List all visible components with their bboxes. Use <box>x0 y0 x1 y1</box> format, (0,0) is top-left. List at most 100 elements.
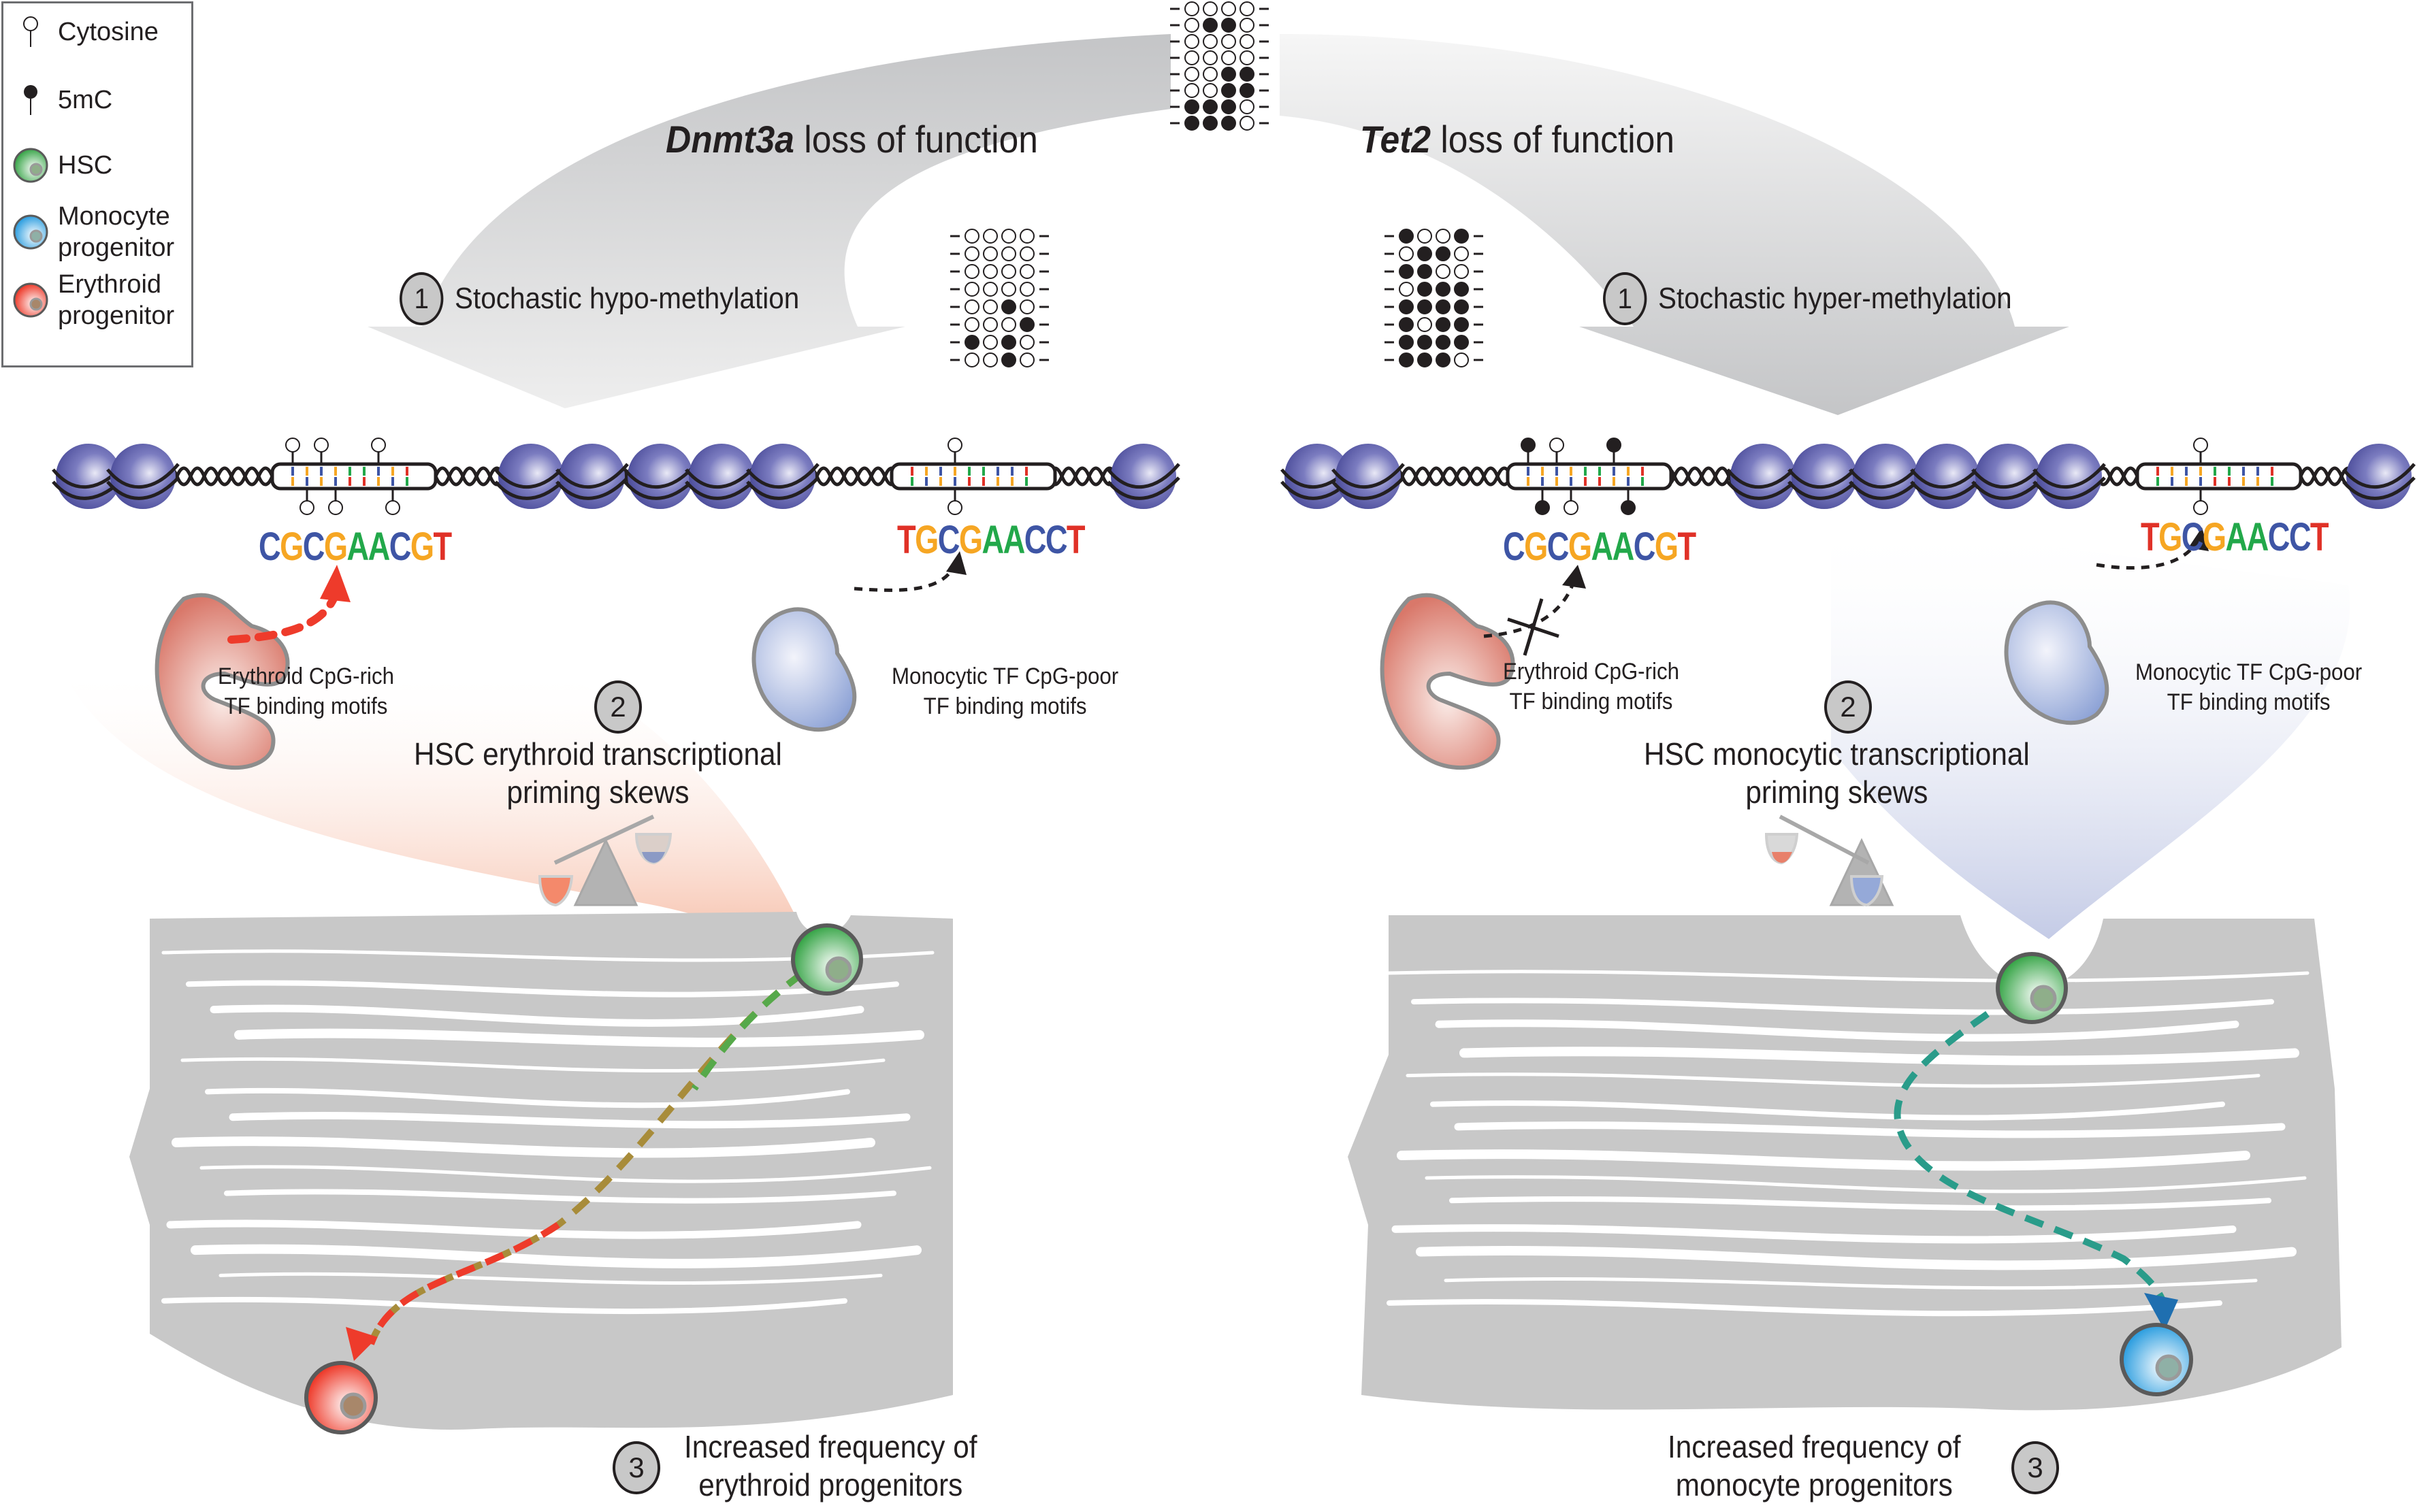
monocytic-priming-glow <box>1831 517 2350 939</box>
unmethylated-cpg-dot <box>1184 50 1199 65</box>
motif-base-G: G <box>1524 525 1548 569</box>
step-number-badge: 2 <box>594 680 642 734</box>
landscape-ridge <box>1430 1100 2225 1121</box>
landscape-ridge <box>218 1272 883 1285</box>
cpg-poor-motif-right: TGCGAACCT <box>2141 514 2329 560</box>
gene-name: Tet2 <box>1360 118 1431 161</box>
caption-line: Monocytic TF CpG-poor <box>2135 659 2363 685</box>
unmethylated-cpg-dot <box>965 246 979 261</box>
motif-base-C: C <box>937 518 960 562</box>
unmethylated-cpg-dot <box>1221 1 1236 16</box>
hsc-cell-icon <box>3 146 58 184</box>
methylated-cpg-dot <box>1221 116 1236 131</box>
erythroid-trajectory-arrowhead <box>346 1327 378 1361</box>
unmethylated-cpg-dot <box>1020 246 1035 261</box>
nucleosome-dna-wrap <box>2342 476 2416 500</box>
cytosine-icon <box>385 500 400 515</box>
step-number-badge: 2 <box>1824 680 1872 734</box>
motif-base-G: G <box>2158 515 2182 559</box>
motif-base-C: C <box>302 525 325 569</box>
methylated-cpg-dot <box>1454 317 1469 332</box>
left-chromatin <box>52 438 1180 515</box>
methylated-cpg-dot <box>1221 67 1236 82</box>
unmethylated-cpg-dot <box>965 229 979 244</box>
cpg-rich-motif-right: CGCGAACGT <box>1503 524 1696 570</box>
legend-label: Cytosine <box>58 18 159 46</box>
monocytic-tf-protein-left <box>751 607 857 732</box>
step-label-line: erythroid progenitors <box>698 1467 963 1502</box>
unmethylated-cpg-dot <box>1203 83 1218 98</box>
cytosine-icon <box>371 438 386 453</box>
unmethylated-cpg-dot <box>1399 282 1414 297</box>
motif-base-C: C <box>1024 518 1047 562</box>
methylated-cpg-dot <box>1221 83 1236 98</box>
cytosine-icon <box>2193 438 2208 453</box>
unmethylated-cpg-dot <box>1240 116 1254 131</box>
monocytic-binding-arrow-right <box>2096 543 2197 570</box>
dnmt3a-title: Dnmt3a loss of function <box>666 117 1038 161</box>
motif-base-C: C <box>1503 525 1525 569</box>
unmethylated-cpg-dot <box>1240 50 1254 65</box>
unmethylated-cpg-dot <box>1454 264 1469 279</box>
unmethylated-cpg-dot <box>1417 229 1432 244</box>
open-chromatin-site <box>2135 462 2303 491</box>
methylated-cpg-dot <box>1020 317 1035 332</box>
cytosine-icon <box>2193 500 2208 515</box>
unmethylated-cpg-dot <box>1184 67 1199 82</box>
unmethylated-cpg-dot <box>1001 282 1016 297</box>
methylated-cpg-dot <box>1399 264 1414 279</box>
unmethylated-cpg-dot <box>1454 352 1469 367</box>
motif-base-C: C <box>1633 525 1656 569</box>
unmethylated-cpg-dot <box>1203 67 1218 82</box>
nucleosome-dna-wrap <box>1331 463 1405 489</box>
motif-base-A: A <box>2246 515 2269 559</box>
cpg-rich-motif-left: CGCGAACGT <box>259 524 452 570</box>
motif-base-A: A <box>2225 515 2248 559</box>
motif-base-A: A <box>346 525 370 569</box>
unmethylated-cpg-dot <box>1020 352 1035 367</box>
cytosine-icon <box>1564 500 1578 515</box>
methylated-cpg-dot <box>1399 229 1414 244</box>
landscape-ridge <box>161 1296 847 1315</box>
landscape-ridge <box>1416 1246 2297 1270</box>
monocyte-cell-icon <box>3 213 58 251</box>
landscape-ridge <box>1444 1277 2258 1290</box>
cytosine-icon <box>328 500 343 515</box>
legend-label: Erythroid <box>58 270 162 299</box>
methylated-cpg-dot <box>1454 299 1469 314</box>
motif-base-T: T <box>897 518 916 562</box>
nucleosome-dna-wrap <box>555 476 629 500</box>
unmethylated-cpg-dot <box>1240 99 1254 114</box>
unmethylated-cpg-dot <box>1184 83 1199 98</box>
unmethylated-cpg-dot <box>983 246 998 261</box>
left-waddington-landscape <box>129 912 953 1430</box>
unmethylated-cpg-dot <box>1184 1 1199 16</box>
motif-base-A: A <box>982 518 1004 562</box>
cytosine-icon <box>285 438 300 453</box>
caption-line: TF binding motifs <box>1509 689 1673 714</box>
unmethylated-cpg-dot <box>1184 18 1199 33</box>
right-waddington-landscape <box>1348 915 2342 1411</box>
motif-base-C: C <box>2267 515 2290 559</box>
top-methylation-grid <box>1170 1 1269 131</box>
motif-base-T: T <box>433 525 452 569</box>
methylated-cpg-dot <box>1454 335 1469 350</box>
nucleosome-dna-wrap <box>2032 476 2106 500</box>
landscape-ridge <box>166 1219 862 1239</box>
right-balance-scale <box>1764 815 1894 907</box>
unmethylated-cpg-dot <box>1436 229 1451 244</box>
unmethylated-cpg-dot <box>983 317 998 332</box>
landscape-ridge <box>1449 1196 2271 1211</box>
motif-base-A: A <box>368 525 391 569</box>
erythroid-binding-arrowhead-left <box>320 565 351 602</box>
unmethylated-cpg-dot <box>983 282 998 297</box>
right-chromatin <box>1280 438 2416 515</box>
unmethylated-cpg-dot <box>1240 34 1254 49</box>
right-step-2-badge-wrap: 2 <box>1824 680 1872 734</box>
tet2-arrow <box>1280 34 2069 415</box>
